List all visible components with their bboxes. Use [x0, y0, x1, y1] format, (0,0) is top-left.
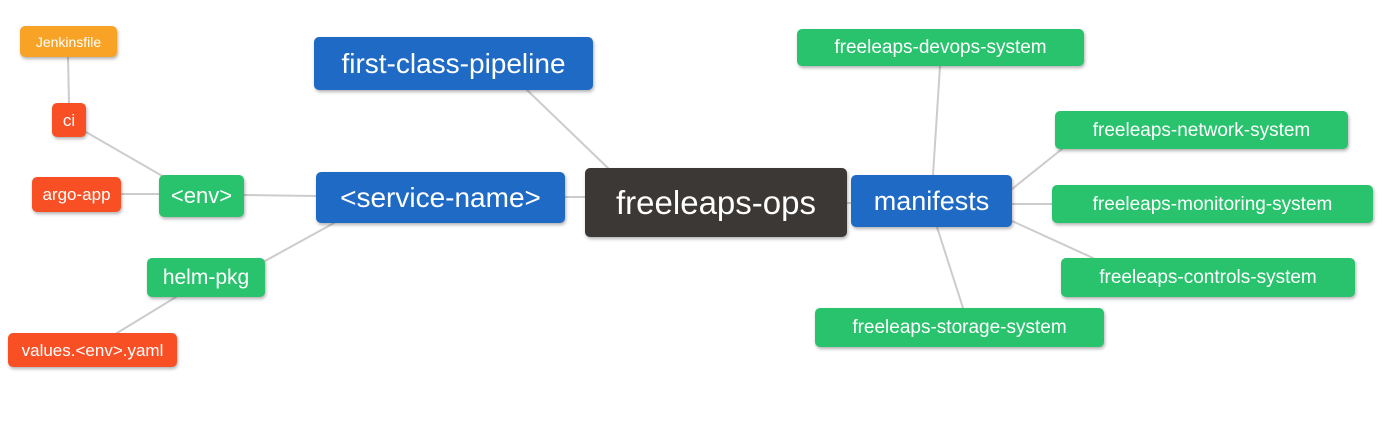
node-freeleaps-ops[interactable]: freeleaps-ops	[585, 168, 847, 237]
node-jenkinsfile[interactable]: Jenkinsfile	[20, 26, 117, 57]
node-label: freeleaps-monitoring-system	[1092, 193, 1333, 215]
edge-env-service-name	[243, 194, 317, 197]
node-freeleaps-devops-system[interactable]: freeleaps-devops-system	[797, 29, 1084, 66]
node-label: ci	[62, 110, 76, 130]
edge-first-class-pipeline-freeleaps-ops	[526, 89, 610, 170]
node-service-name[interactable]: <service-name>	[316, 172, 565, 223]
node-label: Jenkinsfile	[35, 33, 102, 50]
node-freeleaps-network-system[interactable]: freeleaps-network-system	[1055, 111, 1348, 149]
edge-jenkinsfile-ci	[67, 56, 70, 104]
edge-helm-pkg-service-name	[264, 222, 335, 262]
node-label: values.<env>.yaml	[21, 340, 164, 360]
node-label: argo-app	[42, 185, 111, 204]
node-label: freeleaps-controls-system	[1099, 267, 1317, 288]
node-label: <env>	[170, 183, 233, 208]
node-argo-app[interactable]: argo-app	[32, 177, 121, 212]
node-label: freeleaps-ops	[616, 184, 816, 221]
node-freeleaps-controls-system[interactable]: freeleaps-controls-system	[1061, 258, 1355, 297]
node-freeleaps-monitoring-system[interactable]: freeleaps-monitoring-system	[1052, 185, 1373, 223]
edge-manifests-freeleaps-network-system	[1011, 148, 1063, 190]
edge-manifests-freeleaps-controls-system	[1011, 220, 1094, 259]
node-label: manifests	[873, 185, 990, 216]
node-helm-pkg[interactable]: helm-pkg	[147, 258, 265, 297]
node-values-env-yaml[interactable]: values.<env>.yaml	[8, 333, 177, 367]
node-label: helm-pkg	[162, 266, 250, 289]
edge-manifests-freeleaps-storage-system	[936, 226, 964, 309]
node-ci[interactable]: ci	[52, 103, 86, 137]
edge-values-env-yaml-helm-pkg	[116, 296, 177, 334]
node-first-class-pipeline[interactable]: first-class-pipeline	[314, 37, 593, 90]
node-label: first-class-pipeline	[341, 47, 566, 79]
node-label: <service-name>	[340, 181, 541, 213]
node-freeleaps-storage-system[interactable]: freeleaps-storage-system	[815, 308, 1104, 347]
node-label: freeleaps-devops-system	[834, 37, 1047, 58]
node-label: freeleaps-network-system	[1092, 119, 1311, 141]
edge-ci-env	[85, 131, 165, 178]
edge-manifests-freeleaps-devops-system	[932, 65, 941, 176]
node-env[interactable]: <env>	[159, 175, 244, 217]
node-manifests[interactable]: manifests	[851, 175, 1012, 227]
node-label: freeleaps-storage-system	[852, 317, 1067, 338]
